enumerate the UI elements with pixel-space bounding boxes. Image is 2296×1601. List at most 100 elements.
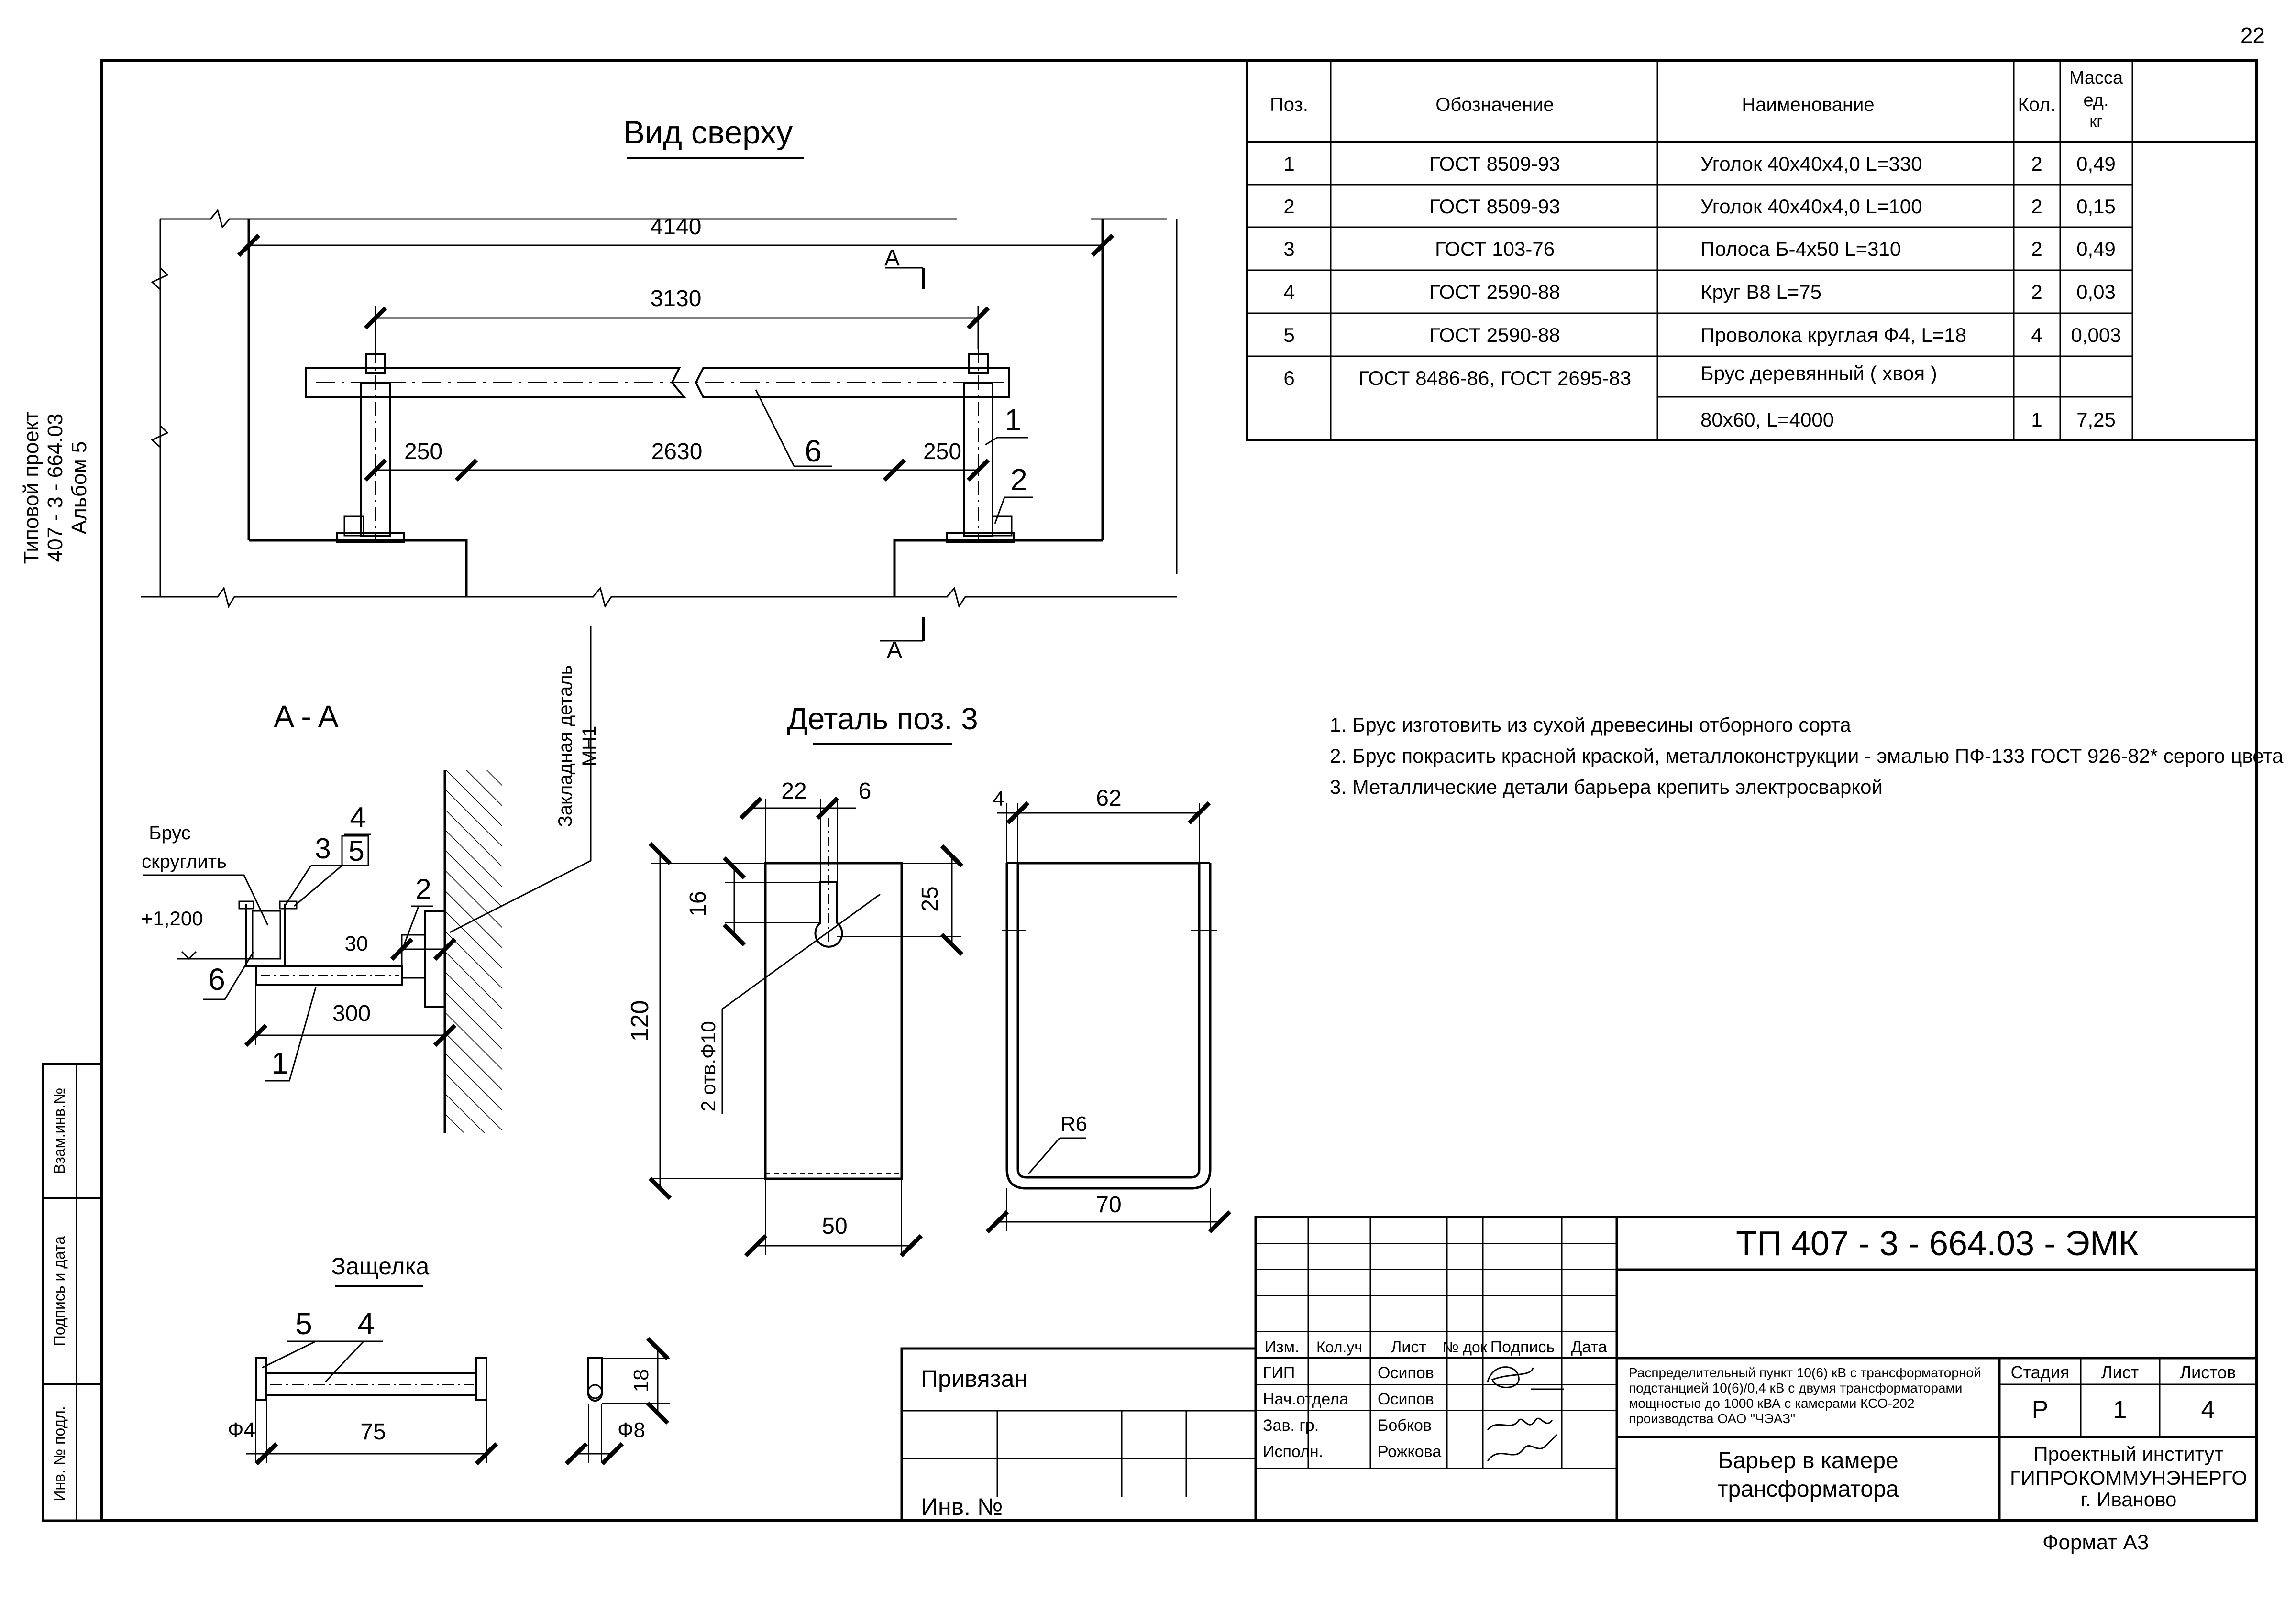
dim-25: 25: [917, 886, 943, 911]
side-stamp-line1: Типовой проект: [20, 411, 43, 564]
aa-callout-1: 1: [271, 1046, 288, 1080]
dim-50: 50: [822, 1214, 847, 1239]
drawing-title-1: Барьер в камере: [1718, 1448, 1898, 1473]
embedded-part-label-1: Закладная деталь: [555, 665, 576, 827]
tb-person: Осипов: [1378, 1364, 1434, 1382]
bound-label: Привязан: [921, 1365, 1027, 1392]
dim-300: 300: [332, 1001, 371, 1026]
detail-pos3-title: Деталь поз. 3: [787, 702, 978, 736]
side-approval-table: Взам.инв.№ Подпись и дата Инв. № подл.: [42, 1063, 103, 1522]
tb-col-header: № док: [1442, 1338, 1488, 1356]
tb-role: Исполн.: [1263, 1443, 1323, 1461]
dim-2630: 2630: [651, 439, 703, 464]
spec-cell-name: Проволока круглая Ф4, L=18: [1700, 324, 1966, 346]
tb-col-header: Изм.: [1265, 1338, 1300, 1356]
spec-cell-designation: ГОСТ 8509-93: [1429, 195, 1560, 218]
project-desc-3: мощностью до 1000 кВА с камерами КСО-202: [1629, 1396, 1915, 1411]
spec-row: 5 ГОСТ 2590-88 Проволока круглая Ф4, L=1…: [1283, 324, 2121, 346]
section-mark-bottom: A: [887, 637, 902, 663]
tb-col-header: Кол.уч: [1316, 1338, 1362, 1356]
side-table-label-replace: Взам.инв.№: [51, 1088, 68, 1174]
aa-callout-3: 3: [315, 833, 331, 865]
embedded-part-label-2: МН1: [579, 726, 600, 766]
spec-cell-qty: 2: [2031, 281, 2042, 303]
side-table-label-sign: Подпись и дата: [51, 1236, 68, 1346]
latch-callout-5: 5: [295, 1306, 312, 1341]
brus-label-1: Брус: [149, 822, 191, 844]
tb-role: Нач.отдела: [1263, 1390, 1348, 1408]
org-line-3: г. Иваново: [2081, 1488, 2177, 1511]
dim-6: 6: [859, 779, 872, 804]
spec-cell-qty: 2: [2031, 153, 2042, 175]
spec-cell-mass: 0,49: [2076, 238, 2116, 260]
spec-cell-qty: 1: [2031, 408, 2042, 431]
signatures: [1487, 1366, 1564, 1461]
org-line-1: Проектный институт: [2033, 1443, 2223, 1465]
radius-label: R6: [1060, 1112, 1087, 1136]
tb-col-header: Подпись: [1490, 1338, 1555, 1356]
latch-dim-75: 75: [360, 1419, 386, 1445]
spec-header-designation: Обозначение: [1435, 94, 1554, 115]
note-2: 2. Брус покрасить красной краской, метал…: [1330, 745, 2284, 767]
spec-cell-pos: 3: [1283, 238, 1294, 260]
aa-callout-5: 5: [348, 835, 364, 867]
sheets-value: 4: [2201, 1396, 2215, 1424]
latch-callout-4: 4: [357, 1306, 375, 1341]
aa-callout-2: 2: [415, 873, 431, 905]
sheet-label: Лист: [2101, 1362, 2139, 1382]
tb-person: Рожкова: [1378, 1443, 1441, 1461]
section-aa-title: A - A: [274, 699, 339, 734]
spec-cell-pos: 5: [1283, 324, 1294, 346]
section-mark-top: A: [884, 245, 900, 271]
top-callout-1: 1: [1004, 403, 1022, 437]
spec-row: 3 ГОСТ 103-76 Полоса Б-4х50 L=310 2 0,49: [1283, 238, 2116, 260]
holes-label: 2 отв.Ф10: [697, 1021, 719, 1111]
tb-col-header: Лист: [1391, 1338, 1426, 1356]
dim-4140: 4140: [651, 214, 702, 240]
aa-callout-6: 6: [208, 962, 225, 997]
side-stamp-line3: Альбом 5: [67, 441, 91, 535]
drawing-title-2: трансформатора: [1718, 1477, 1899, 1502]
spec-cell-pos: 1: [1283, 153, 1294, 175]
spec-header-pos: Поз.: [1270, 94, 1308, 115]
dim-3130: 3130: [651, 286, 702, 311]
spec-cell-pos: 6: [1283, 367, 1294, 389]
page-number: 22: [2241, 23, 2265, 48]
aa-callout-4: 4: [350, 801, 365, 833]
spec-cell-name: Уголок 40х40х4,0 L=330: [1700, 153, 1922, 175]
spec-cell-designation: ГОСТ 8509-93: [1429, 153, 1560, 175]
top-view: Вид сверху 4140 3130: [141, 114, 1178, 663]
tb-person: Бобков: [1378, 1416, 1432, 1435]
dim-62: 62: [1096, 786, 1121, 811]
spec-header-qty: Кол.: [2018, 94, 2055, 115]
spec-cell-designation: ГОСТ 8486-86, ГОСТ 2695-83: [1358, 367, 1631, 389]
project-desc-2: подстанцией 10(6)/0,4 кВ с двумя трансфо…: [1629, 1381, 1962, 1395]
title-block: Привязан Инв. № Изм. Кол.уч Лист № док П…: [900, 1216, 2258, 1522]
level-mark: +1,200: [141, 907, 203, 930]
dim-22: 22: [781, 779, 806, 804]
latch-dim-phi4: Ф4: [228, 1418, 255, 1442]
spec-table: Поз. Обозначение Наименование Кол. Масса…: [1246, 59, 2258, 441]
org-line-2: ГИПРОКОММУНЭНЕРГО: [2010, 1467, 2247, 1489]
side-stamp-line2: 407 - 3 - 664.03: [44, 414, 67, 562]
dim-30: 30: [345, 932, 368, 955]
spec-header-name: Наименование: [1742, 94, 1874, 115]
spec-cell-name: Полоса Б-4х50 L=310: [1700, 238, 1901, 260]
side-stamp: Типовой проект 407 - 3 - 664.03 Альбом 5: [20, 411, 91, 564]
spec-cell-name: 80х60, L=4000: [1700, 408, 1834, 431]
dim-4: 4: [993, 787, 1004, 811]
spec-cell-mass: 0,15: [2076, 195, 2116, 218]
spec-cell-mass: 0,003: [2071, 324, 2121, 346]
latch-title: Защелка: [331, 1253, 430, 1280]
spec-row: 4 ГОСТ 2590-88 Круг В8 L=75 2 0,03: [1283, 281, 2116, 303]
side-table-label-inv: Инв. № подл.: [51, 1406, 68, 1501]
top-callout-2: 2: [1010, 462, 1027, 497]
notes: 1. Брус изготовить из сухой древесины от…: [1330, 713, 2284, 798]
note-1: 1. Брус изготовить из сухой древесины от…: [1330, 713, 1851, 736]
inv-label: Инв. №: [921, 1493, 1003, 1520]
latch-dim-18: 18: [629, 1369, 653, 1393]
dim-70: 70: [1096, 1192, 1121, 1217]
latch: Защелка 5 4 Ф4 75 18 Ф8: [228, 1253, 670, 1466]
note-3: 3. Металлические детали барьера крепить …: [1330, 776, 1883, 798]
